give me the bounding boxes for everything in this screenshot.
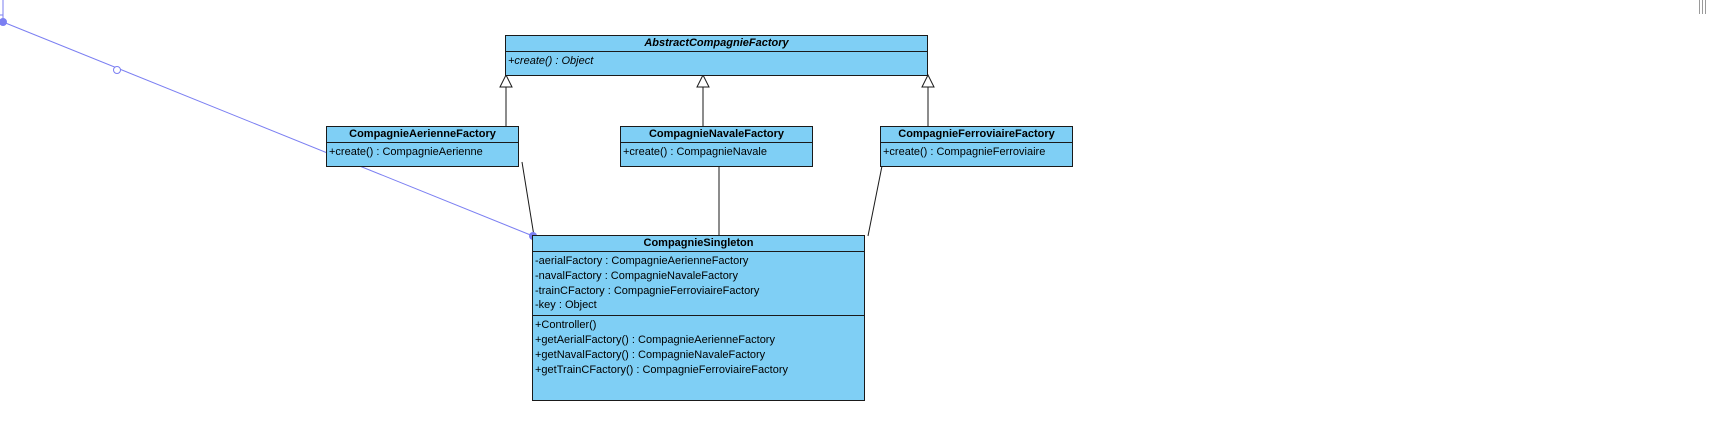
- attribute[interactable]: -trainCFactory : CompagnieFerroviaireFac…: [535, 284, 760, 297]
- association-ferroviaire-line[interactable]: [867, 165, 883, 237]
- class-compagnie-navale-factory[interactable]: CompagnieNavaleFactory +create() : Compa…: [620, 126, 813, 167]
- class-abstract-compagnie-factory[interactable]: AbstractCompagnieFactory +create() : Obj…: [505, 35, 928, 76]
- scrollbar-grip[interactable]: [1697, 0, 1711, 14]
- generalization-navale-arrowhead: [696, 73, 710, 88]
- operation[interactable]: +create() : Object: [508, 55, 594, 67]
- class-compagnie-aerienne-factory[interactable]: CompagnieAerienneFactory +create() : Com…: [326, 126, 519, 167]
- operation[interactable]: +getTrainCFactory() : CompagnieFerroviai…: [535, 363, 788, 376]
- operations-compartment: +Controller() +getAerialFactory() : Comp…: [533, 316, 864, 377]
- generalization-aerienne-arrowhead: [499, 73, 513, 88]
- generalization-ferroviaire-arrowhead: [921, 73, 935, 88]
- attribute[interactable]: -key : Object: [535, 299, 597, 312]
- association-aerienne-line[interactable]: [521, 161, 535, 237]
- class-name: CompagnieNavaleFactory: [621, 127, 812, 143]
- attribute[interactable]: -aerialFactory : CompagnieAerienneFactor…: [535, 255, 749, 267]
- operation[interactable]: +getNavalFactory() : CompagnieNavaleFact…: [535, 348, 766, 361]
- attributes-compartment: -aerialFactory : CompagnieAerienneFactor…: [533, 252, 864, 317]
- operations-compartment: +create() : CompagnieNavale: [621, 143, 812, 160]
- operation[interactable]: +create() : CompagnieNavale: [623, 146, 767, 158]
- attribute[interactable]: -navalFactory : CompagnieNavaleFactory: [535, 269, 738, 282]
- class-name: CompagnieFerroviaireFactory: [881, 127, 1072, 143]
- operation[interactable]: +Controller(): [535, 319, 597, 332]
- class-compagnie-ferroviaire-factory[interactable]: CompagnieFerroviaireFactory +create() : …: [880, 126, 1073, 167]
- class-compagnie-singleton[interactable]: CompagnieSingleton -aerialFactory : Comp…: [532, 235, 865, 401]
- class-name: CompagnieAerienneFactory: [327, 127, 518, 143]
- selected-connector-line[interactable]: [2, 21, 534, 237]
- class-name: CompagnieSingleton: [533, 236, 864, 252]
- connector-midpoint-handle[interactable]: [113, 66, 121, 74]
- operation[interactable]: +create() : CompagnieAerienne: [329, 146, 483, 158]
- operations-compartment: +create() : CompagnieAerienne: [327, 143, 518, 160]
- operation[interactable]: +create() : CompagnieFerroviaire: [883, 146, 1046, 158]
- operation[interactable]: +getAerialFactory() : CompagnieAerienneF…: [535, 333, 775, 346]
- connector-start-handle[interactable]: [0, 18, 7, 26]
- operations-compartment: +create() : Object: [506, 52, 927, 69]
- operations-compartment: +create() : CompagnieFerroviaire: [881, 143, 1072, 160]
- class-name: AbstractCompagnieFactory: [506, 36, 927, 52]
